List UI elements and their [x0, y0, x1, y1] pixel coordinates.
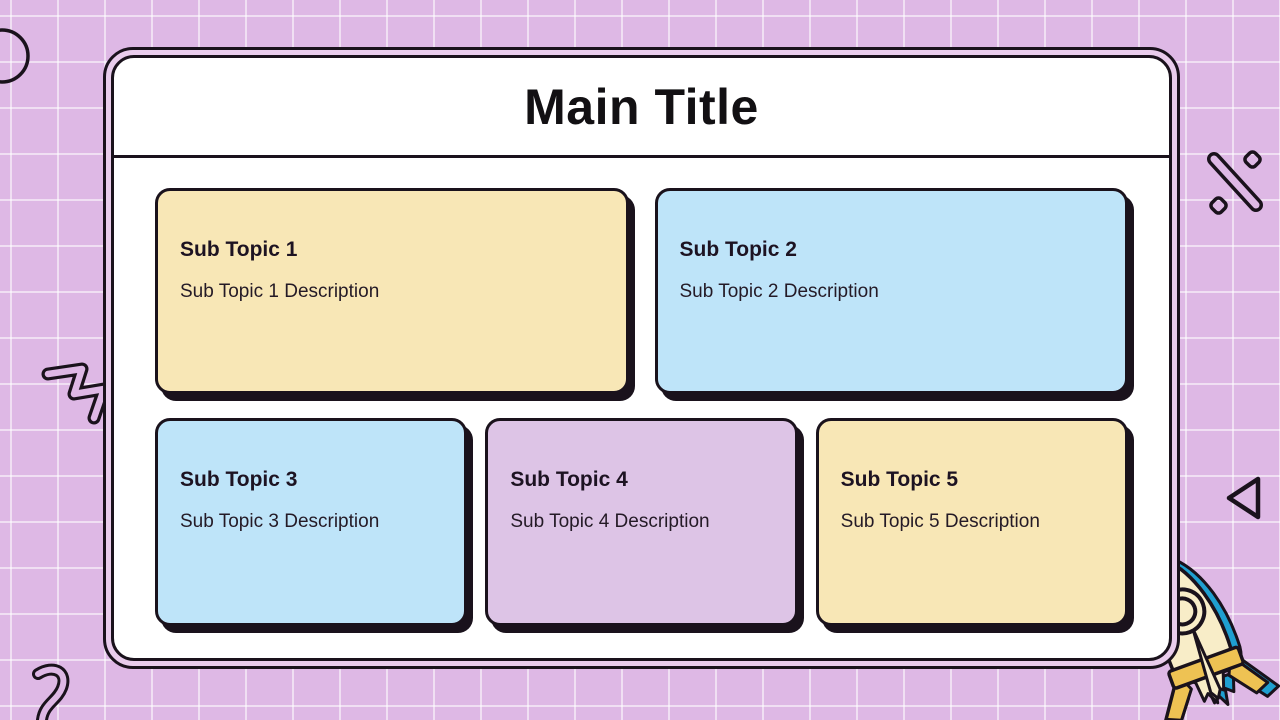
topic-description: Sub Topic 3 Description: [180, 511, 380, 532]
circle-outline-icon: [0, 28, 30, 84]
main-title: Main Title: [524, 78, 759, 135]
topic-card-3[interactable]: Sub Topic 3 Sub Topic 3 Description: [155, 418, 468, 626]
topic-title: Sub Topic 3: [180, 468, 298, 491]
topic-title: Sub Topic 4: [510, 468, 628, 491]
triangle-outline-icon: [1226, 476, 1261, 520]
title-bar: Main Title: [114, 58, 1169, 158]
topic-description: Sub Topic 2 Description: [679, 281, 879, 302]
percent-icon: [1207, 150, 1263, 215]
topics-row-2: Sub Topic 3 Sub Topic 3 Description Sub …: [155, 418, 1128, 626]
topic-card-4[interactable]: Sub Topic 4 Sub Topic 4 Description: [485, 418, 798, 626]
main-panel-frame: Main Title Sub Topic 1 Sub Topic 1 Descr…: [103, 47, 1180, 669]
topics-row-1: Sub Topic 1 Sub Topic 1 Description Sub …: [155, 188, 1128, 394]
topic-title: Sub Topic 1: [180, 238, 298, 261]
topic-card-5[interactable]: Sub Topic 5 Sub Topic 5 Description: [815, 418, 1128, 626]
topic-description: Sub Topic 4 Description: [510, 511, 710, 532]
topic-title: Sub Topic 5: [840, 468, 959, 491]
main-panel: Main Title Sub Topic 1 Sub Topic 1 Descr…: [111, 55, 1172, 661]
zigzag-icon: [41, 362, 111, 425]
squiggle-icon: [32, 663, 70, 720]
topic-description: Sub Topic 1 Description: [180, 281, 380, 302]
topics-area: Sub Topic 1 Sub Topic 1 Description Sub …: [114, 158, 1169, 658]
topic-title: Sub Topic 2: [679, 238, 797, 261]
topic-card-2[interactable]: Sub Topic 2 Sub Topic 2 Description: [654, 188, 1128, 394]
topic-description: Sub Topic 5 Description: [840, 511, 1040, 532]
topic-card-1[interactable]: Sub Topic 1 Sub Topic 1 Description: [155, 188, 629, 394]
